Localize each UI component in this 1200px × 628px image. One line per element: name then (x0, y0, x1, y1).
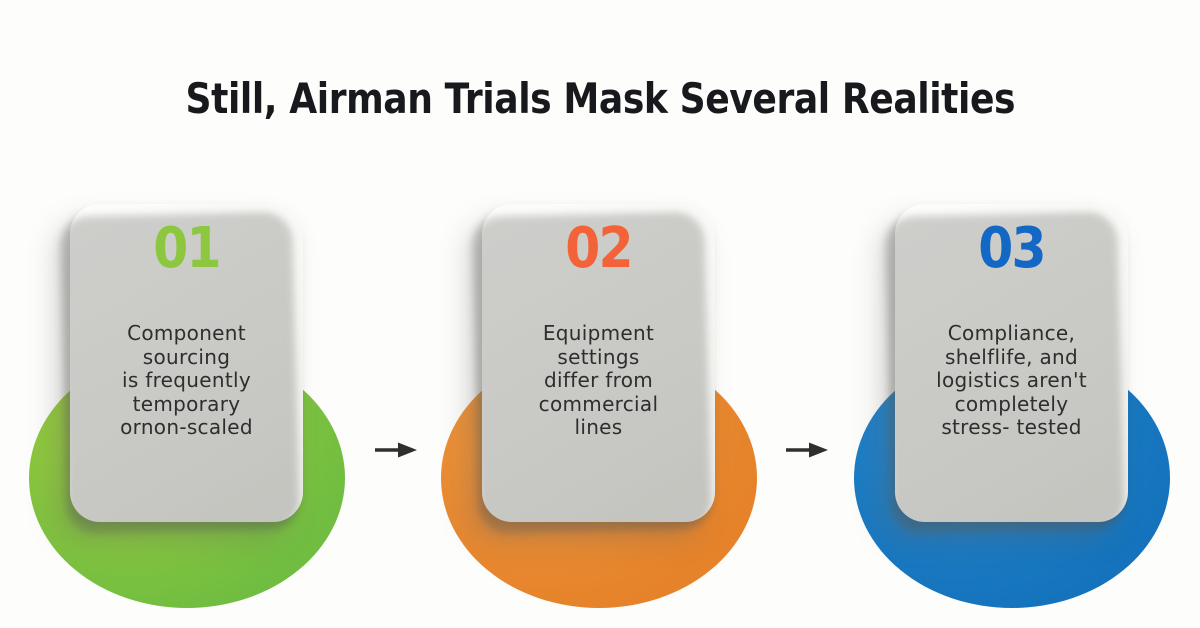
step-1-card: 01 Component sourcing is frequently temp… (70, 204, 303, 522)
step-2-card: 02 Equipment settings differ from commer… (482, 204, 715, 522)
step-1-description: Component sourcing is frequently tempora… (120, 321, 253, 439)
step-3-description: Compliance, shelflife, and logistics are… (936, 321, 1087, 439)
arrow-right-icon (373, 441, 419, 459)
step-3-card: 03 Compliance, shelflife, and logistics … (895, 204, 1128, 522)
step-group-3: 03 Compliance, shelflife, and logistics … (854, 204, 1170, 608)
step-2-number: 02 (565, 216, 633, 281)
arrow-right-icon (784, 441, 830, 459)
step-1-number: 01 (153, 216, 221, 281)
step-2-description: Equipment settings differ from commercia… (538, 321, 659, 439)
page-title: Still, Airman Trials Mask Several Realit… (0, 74, 1200, 123)
page-title-text: Still, Airman Trials Mask Several Realit… (185, 74, 1015, 123)
step-group-2: 02 Equipment settings differ from commer… (441, 204, 757, 608)
step-3-number: 03 (978, 216, 1046, 281)
step-group-1: 01 Component sourcing is frequently temp… (29, 204, 345, 608)
